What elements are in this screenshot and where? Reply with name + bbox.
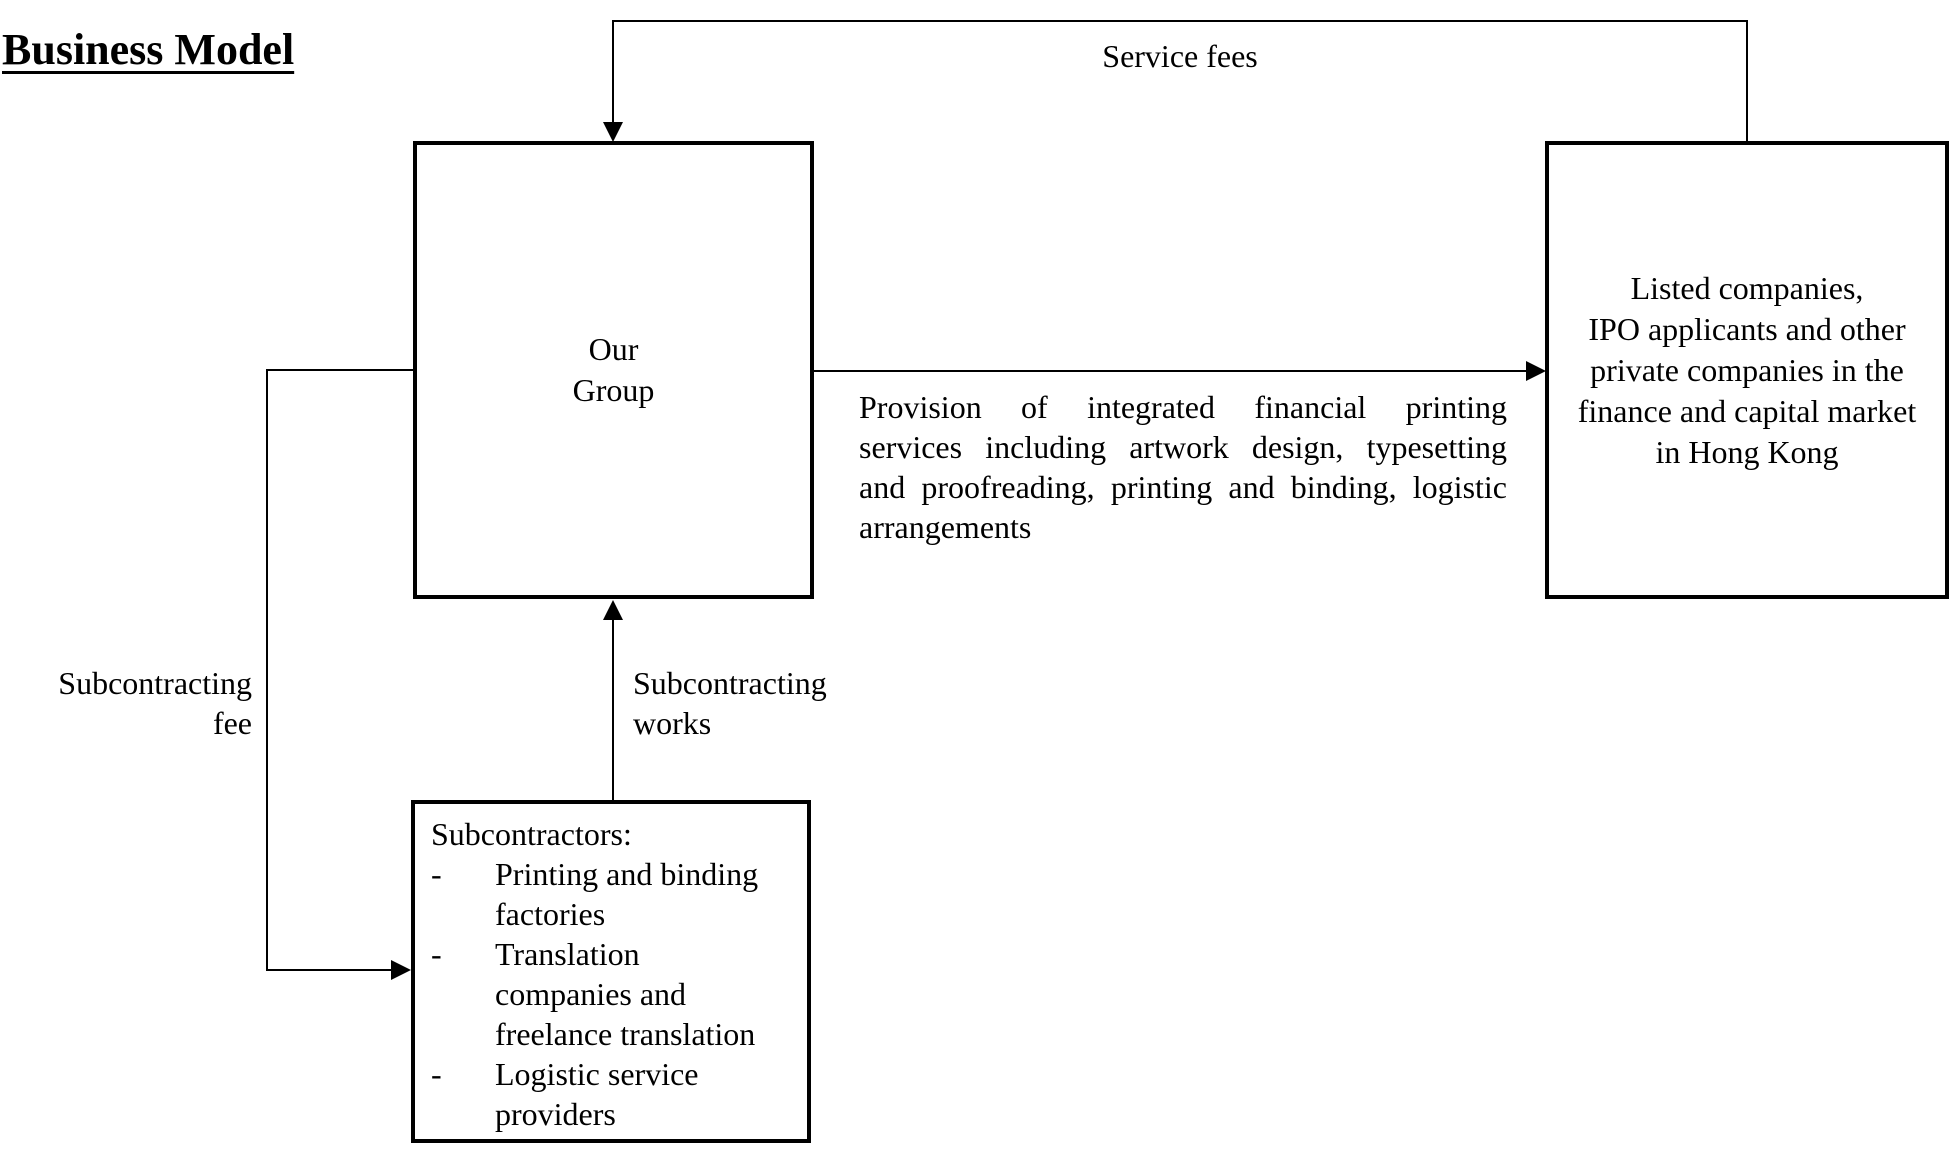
provision-label-line: Provision of integrated financial printi… (859, 389, 1507, 425)
subcontractor-item-lines: Logistic service providers (495, 1054, 698, 1134)
subcontractor-item-line: companies and (495, 976, 687, 1012)
subcontracting-fee-arrowhead-icon (391, 960, 411, 980)
bullet-dash: - (431, 1056, 442, 1092)
subcontracting-fee-line-top (267, 369, 413, 371)
provision-arrow-line (814, 370, 1526, 372)
bullet-dash: - (431, 936, 442, 972)
subcontracting-fee-label: Subcontracting fee (30, 663, 252, 743)
bullet-dash: - (431, 856, 442, 892)
subcontracting-works-label-line: works (633, 705, 712, 741)
provision-label: Provision of integrated financial printi… (859, 387, 1507, 547)
subcontracting-fee-label-line: fee (212, 705, 252, 741)
subcontractor-item-line: providers (495, 1096, 616, 1132)
subcontractor-item-line: Logistic service (495, 1056, 699, 1092)
subcontracting-works-label: Subcontracting works (633, 663, 953, 743)
subcontractor-item: - Translation companies and freelance tr… (431, 934, 799, 1054)
customers-box-line: private companies in the (1590, 351, 1904, 388)
service-fees-line-right-vertical (1746, 20, 1748, 143)
subcontracting-fee-line-bottom (267, 969, 391, 971)
customers-box-line: finance and capital market (1577, 392, 1917, 429)
subcontractor-item-lines: Translation companies and freelance tran… (495, 934, 755, 1054)
subcontracting-fee-label-line: Subcontracting (58, 665, 252, 701)
provision-label-line: and proofreading, printing and binding, … (859, 469, 1507, 505)
subcontractors-heading: Subcontractors: (431, 816, 632, 852)
subcontracting-works-arrowhead-icon (603, 600, 623, 620)
service-fees-line-left-vertical (612, 20, 614, 122)
subcontractor-item-line: Printing and binding (495, 856, 759, 892)
subcontracting-works-line-vertical (612, 620, 614, 800)
subcontractor-item-lines: Printing and binding factories (495, 854, 758, 934)
our-group-box-line: Our (588, 331, 639, 367)
customers-box-line: IPO applicants and other (1588, 310, 1906, 347)
our-group-box-line: Group (572, 372, 655, 408)
our-group-box: Our Group (413, 141, 814, 599)
service-fees-line-top (612, 20, 1748, 22)
customers-box-line: in Hong Kong (1655, 433, 1839, 470)
subcontractor-item: - Printing and binding factories (431, 854, 799, 934)
provision-label-line: services including artwork design, types… (859, 429, 1507, 465)
subcontractor-item-line: factories (495, 896, 606, 932)
customers-box: Listed companies, IPO applicants and oth… (1545, 141, 1949, 599)
service-fees-label: Service fees (1102, 38, 1258, 74)
provision-label-line: arrangements (859, 509, 1032, 545)
subcontracting-works-label-line: Subcontracting (633, 665, 827, 701)
provision-arrowhead-icon (1526, 361, 1546, 381)
subcontracting-fee-line-vertical (266, 369, 268, 971)
subcontractors-box: Subcontractors: - Printing and binding f… (411, 800, 811, 1143)
service-fees-arrowhead-icon (603, 122, 623, 142)
subcontractor-item-line: Translation (495, 936, 640, 972)
subcontractor-item-line: freelance translation (495, 1016, 756, 1052)
customers-box-line: Listed companies, (1630, 269, 1864, 306)
page-title: Business Model (2, 25, 295, 74)
subcontractor-item: - Logistic service providers (431, 1054, 799, 1134)
